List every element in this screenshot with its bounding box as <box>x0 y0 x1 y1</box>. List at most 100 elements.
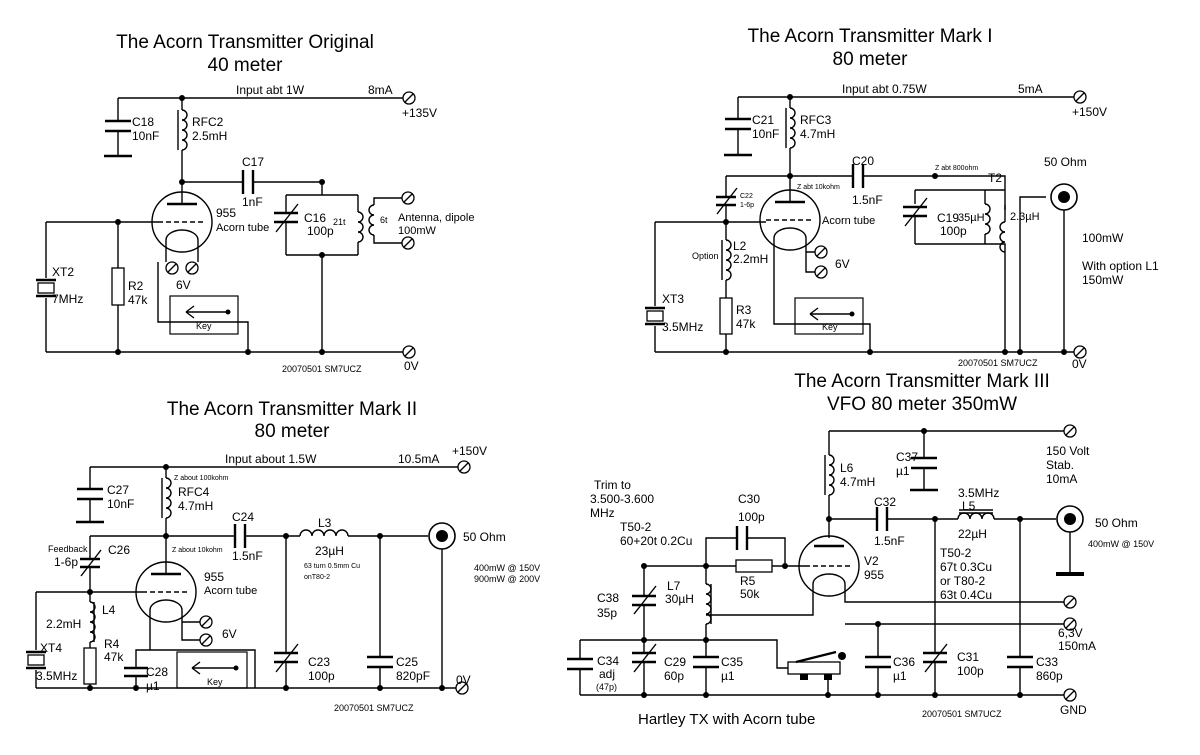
l5-value: 22µH <box>958 527 987 541</box>
power-200v: 900mW @ 200V <box>474 574 540 584</box>
footer-caption: Hartley TX with Acorn tube <box>638 711 815 728</box>
c18-label: C18 <box>132 115 154 129</box>
tube-name: Acorn tube <box>204 585 257 597</box>
c36-label: C36 <box>893 655 915 669</box>
c20-value: 1.5nF <box>852 193 883 207</box>
rfc3-label: RFC3 <box>800 113 832 127</box>
ground-label: 0V <box>1072 357 1087 371</box>
heater-label: 6V <box>835 257 850 271</box>
l7-value: 30µH <box>665 592 694 606</box>
antenna-connector <box>1056 505 1084 533</box>
c20-label: C20 <box>852 154 874 168</box>
r4-value: 47k <box>104 650 124 664</box>
c37-label: C37 <box>896 450 918 464</box>
c38-label: C38 <box>597 591 619 605</box>
tube-name: Acorn tube <box>216 222 269 234</box>
c32-value: 1.5nF <box>874 534 905 548</box>
supply-current: 10mA <box>1046 472 1077 486</box>
c23-value: 100p <box>308 669 335 683</box>
c38-value: 35p <box>597 606 617 620</box>
l6-value: 4.7mH <box>840 475 875 489</box>
circuit-original: The Acorn Transmitter Original 40 meter … <box>36 32 474 374</box>
antenna-connector <box>428 522 456 550</box>
tank-inductance: 35µH <box>958 212 985 224</box>
signature: 20070501 SM7UCZ <box>958 358 1038 368</box>
l5-alt-winding: 63t 0.4Cu <box>940 588 992 602</box>
r2-label: R2 <box>128 279 144 293</box>
title-mark-2: The Acorn Transmitter Mark II <box>167 399 417 420</box>
antenna-power: 100mW <box>398 225 437 237</box>
l5-winding: 67t 0.3Cu <box>940 560 992 574</box>
rfc3-value: 4.7mH <box>800 127 835 141</box>
subtitle-mark-1: 80 meter <box>833 49 909 70</box>
c28-label: C28 <box>146 665 168 679</box>
key-label: Key <box>207 677 223 687</box>
ground-label: 0V <box>456 673 471 687</box>
l2-value: 2.2mH <box>733 252 768 266</box>
subtitle-mark-2: 80 meter <box>255 421 331 442</box>
ground-label: GND <box>1060 703 1087 717</box>
c27-label: C27 <box>107 483 129 497</box>
c21-value: 10nF <box>752 127 779 141</box>
l7-winding: 60+20t 0.2Cu <box>620 534 692 548</box>
circuit-mark-2: The Acorn Transmitter Mark II 80 meter I… <box>26 399 540 713</box>
l4-value: 2.2mH <box>46 617 81 631</box>
c32-label: C32 <box>874 495 896 509</box>
c33-value: 860p <box>1036 669 1063 683</box>
rfc4-value: 4.7mH <box>178 499 213 513</box>
power-option-note: With option L1 <box>1082 259 1159 273</box>
voltage-label: +150V <box>452 444 487 458</box>
c37-value: µ1 <box>896 464 910 478</box>
title-mark-1: The Acorn Transmitter Mark I <box>748 26 993 47</box>
l2-label: L2 <box>733 239 747 253</box>
l5-alt-core: or T80-2 <box>940 574 985 588</box>
heater-voltage: 6,3V <box>1058 626 1083 640</box>
antenna-connector <box>1050 183 1078 211</box>
heater-label: 6V <box>222 627 237 641</box>
c29-value: 60p <box>664 669 684 683</box>
c34-nominal: (47p) <box>596 682 617 692</box>
voltage-label: +135V <box>402 106 437 120</box>
l5-label: L5 <box>962 499 976 513</box>
tube-name: Acorn tube <box>822 215 875 227</box>
c30-label: C30 <box>738 492 760 506</box>
tank-turns: 21t <box>333 217 346 227</box>
c22-value: 1-6p <box>740 202 754 209</box>
plate-impedance: Z abt 10kohm <box>797 184 840 191</box>
l4-label: L4 <box>102 603 116 617</box>
c19-label: C19 <box>937 211 959 225</box>
circuit-mark-3: The Acorn Transmitter Mark III VFO 80 me… <box>567 371 1154 728</box>
signature: 20070501 SM7UCZ <box>282 364 362 374</box>
input-power-label: Input abt 1W <box>236 83 305 97</box>
c34-value: adj <box>599 667 615 681</box>
v2-label: V2 <box>864 554 879 568</box>
impedance-label: 50 Ohm <box>1044 155 1087 169</box>
option-label: Option <box>692 251 719 261</box>
input-power-label: Input about 1.5W <box>225 452 317 466</box>
c36-value: µ1 <box>893 669 907 683</box>
l7-label: L7 <box>667 579 681 593</box>
c23-label: C23 <box>308 655 330 669</box>
r2-value: 47k <box>128 293 148 307</box>
heater-label: 6V <box>176 278 191 292</box>
c26-value: 1-6p <box>54 555 78 569</box>
c22-label: C22 <box>740 193 753 200</box>
output-impedance: Z abt 800ohm <box>935 165 978 172</box>
l3-value: 23µH <box>315 544 344 558</box>
signature: 20070501 SM7UCZ <box>922 709 1002 719</box>
current-label: 10.5mA <box>398 452 439 466</box>
morse-key-icon <box>776 650 846 695</box>
l7-core: T50-2 <box>620 520 652 534</box>
b-plus-terminal <box>402 91 416 105</box>
current-label: 5mA <box>1018 82 1043 96</box>
impedance-label: 50 Ohm <box>1095 516 1138 530</box>
r3-label: R3 <box>736 303 752 317</box>
rfc-impedance: Z about 100kohm <box>174 475 229 482</box>
l5-core: T50-2 <box>940 546 972 560</box>
l3-label: L3 <box>318 516 332 530</box>
current-label: 8mA <box>368 83 393 97</box>
c17-label: C17 <box>242 155 264 169</box>
xt2-value: 7MHz <box>52 292 83 306</box>
c19-value: 100p <box>940 224 967 238</box>
input-power-label: Input abt 0.75W <box>842 82 927 96</box>
